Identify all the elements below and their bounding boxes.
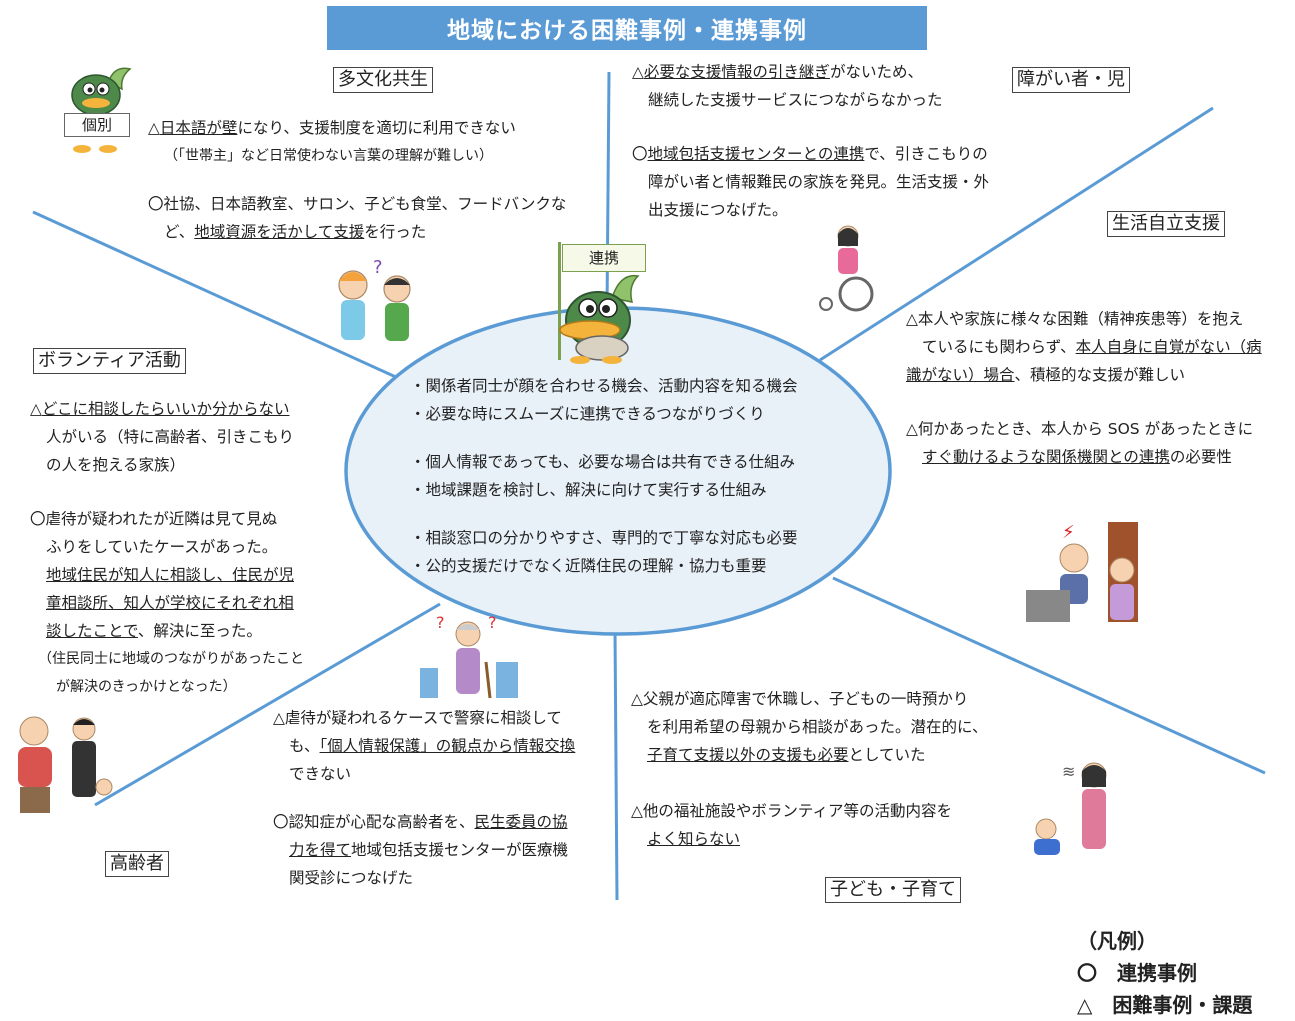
- duck-mascot-icon: [559, 274, 640, 364]
- divider-lower-right: [832, 576, 1266, 775]
- center-item: ・相談窓口の分かりやすさ、専門的で丁寧な対応も必要: [410, 529, 798, 547]
- text-line: 童相談所、知人が学校にそれぞれ相: [46, 594, 294, 612]
- text-line: 継続した支援サービスにつながらなかった: [648, 91, 943, 109]
- section-shogai: △必要な支援情報の引き継ぎがないため、 継続した支援サービスにつながらなかった …: [632, 58, 1032, 224]
- text-line: よく知らない: [647, 830, 741, 848]
- label-kodomo: 子ども・子育て: [825, 877, 961, 903]
- renkei-flag: 連携: [562, 244, 646, 272]
- svg-text:≋: ≋: [1062, 762, 1075, 781]
- elderly-with-caregiver-illustration-icon: [18, 716, 113, 813]
- text-line: 子育て支援以外の支援も必要としていた: [647, 746, 926, 764]
- text-line: できない: [289, 765, 352, 783]
- wheelchair-user-icon: [819, 225, 874, 312]
- svg-text:⚡: ⚡: [1062, 522, 1075, 543]
- center-item: ・地域課題を検討し、解決に向けて実行する仕組み: [410, 481, 767, 499]
- center-item: ・関係者同士が顔を合わせる機会、活動内容を知る機会: [410, 377, 798, 395]
- text-line: 〇虐待が疑われたが近隣は見て見ぬ: [30, 510, 278, 528]
- text-line: が解決のきっかけとなった）: [56, 679, 237, 695]
- text-line: 地域住民が知人に相談し、住民が児: [46, 566, 295, 584]
- text-line: すぐ動けるような関係機関との連携の必要性: [922, 448, 1232, 466]
- text-line: ど、地域資源を活かして支援を行った: [164, 223, 427, 241]
- label-volunteer: ボランティア活動: [33, 348, 186, 374]
- center-needs: ・関係者同士が顔を合わせる機会、活動内容を知る機会 ・必要な時にスムーズに連携で…: [410, 372, 870, 580]
- foreigner-confused-illustration-icon: ?: [338, 257, 411, 341]
- text-line: ふりをしていたケースがあった。: [46, 538, 278, 556]
- text-line: も、「個人情報保護」の観点から情報交換: [289, 737, 576, 755]
- text-line: 談したことで、解決に至った。: [46, 622, 262, 640]
- text-line: 〇認知症が心配な高齢者を、民生委員の協: [273, 813, 568, 831]
- text-line: △必要な支援情報の引き継ぎがないため、: [632, 63, 923, 81]
- text-line: △どこに相談したらいいか分からない: [30, 400, 290, 418]
- text-line: 出支援につなげた。: [648, 201, 788, 219]
- text-line: △何かあったとき、本人から SOS があったときに: [906, 420, 1254, 438]
- text-line: 障がい者と情報難民の家族を発見。生活支援・外: [648, 173, 990, 191]
- text-line: 〇地域包括支援センターとの連携で、引きこもりの: [632, 145, 988, 163]
- svg-text:?: ?: [488, 613, 497, 632]
- text-line: 力を得て地域包括支援センターが医療機: [289, 841, 569, 859]
- center-item: ・必要な時にスムーズに連携できるつながりづくり: [410, 405, 765, 423]
- section-koreisha: △虐待が疑われるケースで警察に相談して も、「個人情報保護」の観点から情報交換 …: [273, 704, 608, 892]
- section-tabunka: △日本語が壁になり、支援制度を適切に利用できない （「世帯主」など日常使わない言…: [148, 114, 588, 246]
- divider-bottom: [613, 629, 619, 901]
- divider-lower-left: [94, 602, 441, 807]
- svg-text:?: ?: [436, 613, 445, 632]
- text-line: 人がいる（特に高齢者、引きこもり: [46, 428, 295, 446]
- text-line: 関受診につなげた: [289, 869, 414, 887]
- page-title: 地域における困難事例・連携事例: [327, 6, 927, 50]
- divider-upper-right: [819, 106, 1214, 362]
- divider-top: [605, 71, 611, 313]
- flag-pole: [558, 242, 561, 360]
- text-line: △日本語が壁になり、支援制度を適切に利用できない: [148, 119, 516, 137]
- text-line: △他の福祉施設やボランティア等の活動内容を: [631, 802, 952, 820]
- section-volunteer: △どこに相談したらいいか分からない 人がいる（特に高齢者、引きこもり の人を抱え…: [30, 395, 360, 701]
- center-item: ・公的支援だけでなく近隣住民の理解・協力も重要: [410, 557, 767, 575]
- text-line: ているにも関わらず、本人自身に自覚がない（病: [922, 338, 1262, 356]
- label-seikatsu: 生活自立支援: [1107, 211, 1225, 237]
- text-line: （「世帯主」など日常使わない言葉の理解が難しい）: [164, 148, 493, 164]
- duck-sign-mascot-icon: [71, 67, 132, 153]
- text-line: 〇社協、日本語教室、サロン、子ども食堂、フードバンクな: [148, 195, 567, 213]
- legend: （凡例） 〇 連携事例 △ 困難事例・課題: [1077, 925, 1252, 1021]
- legend-title: （凡例）: [1077, 929, 1157, 953]
- label-koreisha: 高齢者: [105, 851, 169, 877]
- text-line: △本人や家族に様々な困難（精神疾患等）を抱え: [906, 310, 1244, 328]
- text-line: △虐待が疑われるケースで警察に相談して: [273, 709, 562, 727]
- elderly-confused-illustration-icon: ? ?: [420, 613, 518, 699]
- text-line: △父親が適応障害で休職し、子どもの一時預かり: [631, 690, 969, 708]
- legend-triangle: △ 困難事例・課題: [1077, 993, 1253, 1017]
- text-line: 識がない）場合、積極的な支援が難しい: [906, 366, 1186, 384]
- crying-child-mother-illustration-icon: ≋: [1034, 762, 1107, 855]
- text-line: の人を抱える家族）: [46, 456, 186, 474]
- text-line: を利用希望の母親から相談があった。潜在的に、: [647, 718, 988, 736]
- label-shogai: 障がい者・児: [1012, 67, 1130, 93]
- family-trouble-illustration-icon: ⚡: [1026, 522, 1138, 622]
- center-item: ・個人情報であっても、必要な場合は共有できる仕組み: [410, 453, 796, 471]
- svg-text:?: ?: [373, 257, 383, 278]
- legend-circle: 〇 連携事例: [1077, 961, 1197, 985]
- section-seikatsu: △本人や家族に様々な困難（精神疾患等）を抱え ているにも関わらず、本人自身に自覚…: [906, 305, 1291, 471]
- divider-upper-left: [32, 210, 399, 380]
- kobetsu-sign: 個別: [64, 113, 130, 137]
- label-tabunka: 多文化共生: [333, 67, 433, 93]
- text-line: （住民同士に地域のつながりがあったこと: [38, 651, 304, 667]
- section-kodomo: △父親が適応障害で休職し、子どもの一時預かり を利用希望の母親から相談があった。…: [631, 685, 1031, 853]
